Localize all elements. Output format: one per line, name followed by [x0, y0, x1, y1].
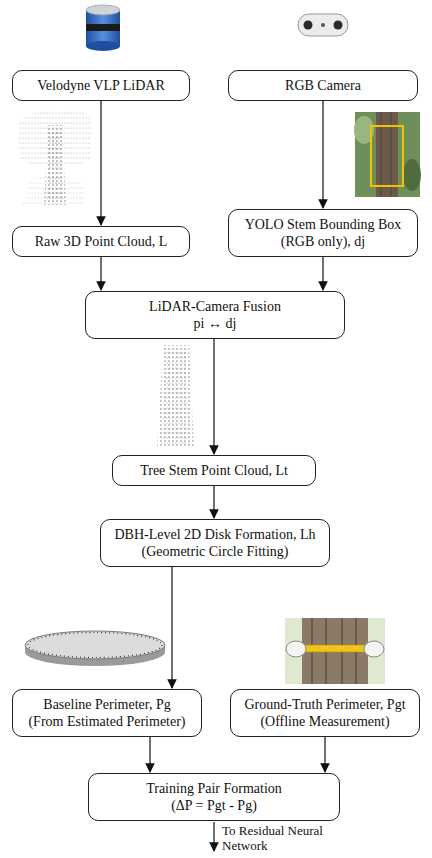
flow-arrow	[149, 737, 150, 772]
box-heading: Tree Stem Point Cloud, Lt	[121, 462, 307, 479]
process-box: Velodyne VLP LiDAR	[12, 70, 190, 101]
box-heading: DBH-Level 2D Disk Formation, Lh	[109, 526, 321, 543]
process-box: Baseline Perimeter, Pg(From Estimated Pe…	[12, 689, 202, 737]
box-subtext: (From Estimated Perimeter)	[21, 713, 193, 730]
box-heading: RGB Camera	[237, 77, 409, 94]
box-subtext: (Geometric Circle Fitting)	[109, 543, 321, 560]
process-box: LiDAR-Camera Fusionpi ↔ dj	[85, 291, 345, 339]
flow-arrow	[324, 737, 325, 772]
lidar-icon	[86, 5, 120, 51]
process-box: Tree Stem Point Cloud, Lt	[112, 455, 316, 486]
rgb-bounding-box-image	[354, 112, 421, 197]
flow-arrow	[100, 257, 101, 290]
box-heading: YOLO Stem Bounding Box (RGB only), dj	[237, 216, 409, 250]
tape-measurement-image	[285, 618, 385, 684]
box-subtext: (Offline Measurement)	[239, 713, 411, 730]
flow-arrow	[322, 101, 323, 208]
box-heading: Velodyne VLP LiDAR	[21, 77, 181, 94]
box-heading: Baseline Perimeter, Pg	[21, 696, 193, 713]
flow-arrow	[171, 567, 172, 688]
box-heading: LiDAR-Camera Fusion	[94, 298, 336, 315]
box-heading: Ground-Truth Perimeter, Pgt	[239, 696, 411, 713]
box-subtext: pi ↔ dj	[94, 315, 336, 332]
flow-arrow	[213, 486, 214, 518]
output-note: To Residual Neural Network	[222, 823, 352, 853]
stem-point-cloud-image	[157, 345, 194, 447]
camera-icon	[298, 14, 348, 36]
process-box: Ground-Truth Perimeter, Pgt(Offline Meas…	[230, 689, 420, 737]
raw-point-cloud-image	[18, 109, 92, 206]
box-heading: Raw 3D Point Cloud, L	[21, 233, 181, 250]
flow-arrow	[100, 101, 101, 225]
process-box: DBH-Level 2D Disk Formation, Lh(Geometri…	[100, 519, 330, 567]
exit-arrow	[214, 822, 215, 851]
process-box: Training Pair Formation(ΔP = Pgt - Pg)	[88, 773, 340, 821]
flow-arrow	[322, 257, 323, 290]
process-box: RGB Camera	[228, 70, 418, 101]
flow-arrow	[213, 339, 214, 454]
process-box: YOLO Stem Bounding Box (RGB only), dj	[228, 209, 418, 257]
dbh-disk-image	[25, 631, 165, 666]
process-box: Raw 3D Point Cloud, L	[12, 226, 190, 257]
box-subtext: (ΔP = Pgt - Pg)	[97, 797, 331, 814]
box-heading: Training Pair Formation	[97, 780, 331, 797]
